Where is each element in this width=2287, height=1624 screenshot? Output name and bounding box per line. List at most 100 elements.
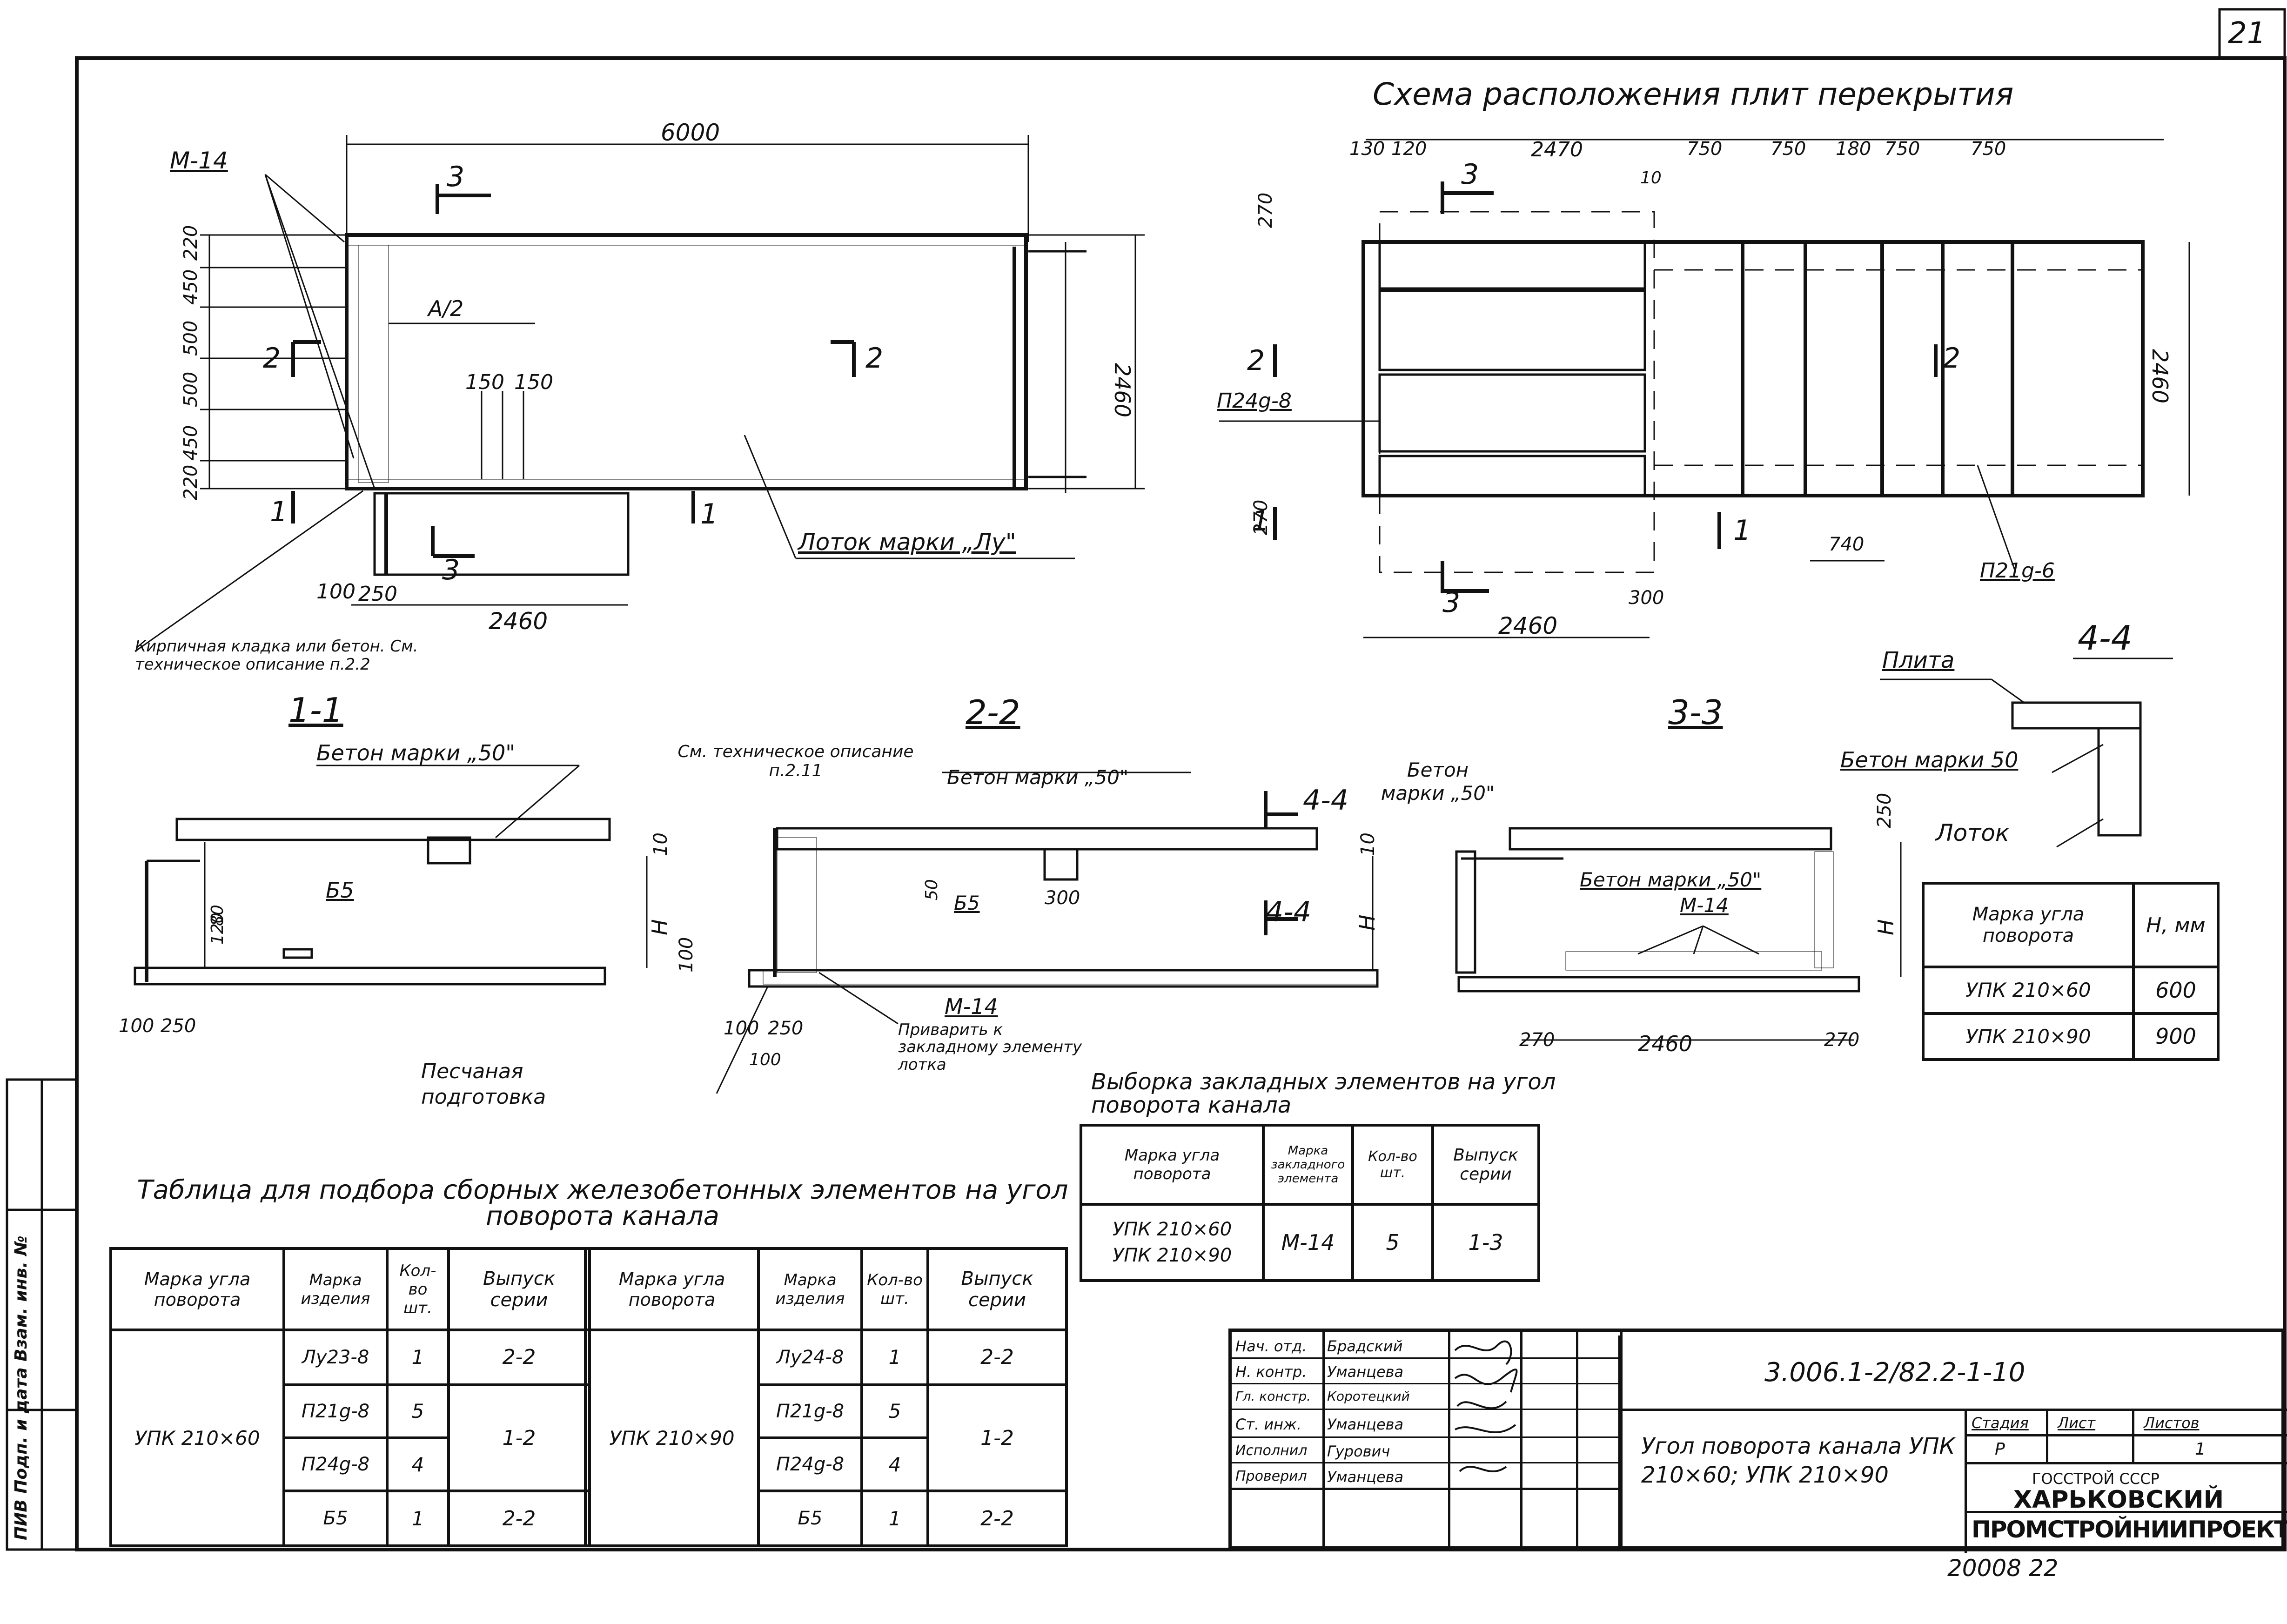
- scheme-dim-750b: 750: [1771, 138, 1806, 160]
- role-4: Ст. инж.: [1235, 1416, 1302, 1433]
- section-4-4-concrete: Бетон марки 50: [1840, 747, 2019, 772]
- section-2-2-b5: Б5: [954, 892, 980, 914]
- plan-dim-150a: 150: [465, 370, 504, 394]
- section-3-3-concrete-top: Бетон марки „50": [1381, 758, 1495, 805]
- role-1: Нач. отд.: [1235, 1337, 1307, 1355]
- select-right-item-4: Б5: [757, 1490, 863, 1547]
- embed-mark-1: УПК 210×60: [1112, 1219, 1232, 1240]
- person-6: Уманцева: [1327, 1468, 1404, 1486]
- sheet-frame: [75, 56, 2287, 1551]
- title-code: 3.006.1-2/82.2-1-10: [1764, 1357, 2025, 1388]
- section-1-1-b5: Б5: [326, 878, 354, 903]
- scheme-dim-2470: 2470: [1531, 138, 1583, 161]
- select-right-mark: УПК 210×90: [584, 1329, 760, 1547]
- select-right-qty-2: 5: [860, 1383, 929, 1440]
- select-left-series-4: 2-2: [447, 1490, 591, 1547]
- select-right-qty-3: 4: [860, 1436, 929, 1493]
- scheme-width-dim: 2460: [2147, 349, 2173, 404]
- plan-side-dim-3: 500: [180, 371, 201, 407]
- section-2-2-note: См. техническое описание п.2.11: [677, 742, 914, 781]
- plan-cut2-right: 2: [865, 342, 884, 375]
- scheme-p24-label: П24g-8: [1217, 389, 1292, 413]
- person-3: Коротецкий: [1327, 1389, 1410, 1404]
- select-left-mark: УПК 210×60: [109, 1329, 285, 1547]
- section-4-4-tray: Лоток: [1936, 819, 2010, 846]
- select-left-item-3: П24g-8: [282, 1436, 389, 1493]
- section-1-1-dim-10: 10: [650, 832, 671, 856]
- section-4-4-plate: Плита: [1882, 647, 1955, 673]
- h-table-header-mark: Марка угла поворота: [1922, 882, 2135, 968]
- select-left-qty-4: 1: [386, 1490, 450, 1547]
- section-2-2-dim-100c: 100: [749, 1050, 781, 1069]
- title-block: Нач. отд. Брадский Н. контр. Уманцева Гл…: [1228, 1329, 2287, 1553]
- section-2-2-dim-10: 10: [1357, 832, 1379, 856]
- select-right-header-mark: Марка угла поворота: [584, 1247, 760, 1331]
- select-right-item-3: П24g-8: [757, 1436, 863, 1493]
- scheme-length-dim: 2460: [1498, 612, 1558, 639]
- scheme-dim-10: 10: [1640, 168, 1662, 188]
- section-3-3-concrete: Бетон марки „50": [1580, 868, 1762, 891]
- section-3-3-m14: М-14: [1680, 894, 1729, 917]
- role-5: Исполнил: [1235, 1443, 1308, 1459]
- h-table-row2-mark: УПК 210×90: [1922, 1012, 2135, 1061]
- section-3-3-dim-270b: 270: [1824, 1029, 1860, 1051]
- scheme-cut3-bottom: 3: [1442, 586, 1461, 619]
- embed-qty: 5: [1351, 1203, 1434, 1282]
- plan-bottom-dim: 2460: [489, 608, 548, 635]
- select-left-series-1: 2-2: [447, 1329, 591, 1386]
- scheme-dim-750d: 750: [1971, 138, 2006, 160]
- embed-mark-2: УПК 210×90: [1112, 1245, 1232, 1266]
- role-2: Н. контр.: [1235, 1363, 1307, 1381]
- sand-layer-note: Песчаная подготовка: [421, 1060, 546, 1109]
- scheme-dim-750c: 750: [1885, 138, 1920, 160]
- select-table-title: Таблица для подбора сборных железобетонн…: [137, 1175, 1068, 1231]
- select-left-item-1: Лу23-8: [282, 1329, 389, 1386]
- scheme-cut2-right: 2: [1943, 342, 1961, 375]
- h-table-row1-h: 600: [2132, 966, 2220, 1015]
- section-2-2-dim-100: 100: [676, 937, 697, 973]
- plan-cut1-right: 1: [700, 498, 718, 530]
- plan-cut3-top: 3: [447, 161, 465, 193]
- embed-series: 1-3: [1431, 1203, 1540, 1282]
- plan-side-dim-2: 450: [180, 425, 201, 461]
- select-right-item-1: Лу24-8: [757, 1329, 863, 1386]
- signatures: [1454, 1340, 1518, 1472]
- title-text: Угол поворота канала УПК 210×60; УПК 210…: [1641, 1433, 1955, 1489]
- select-left-qty-1: 1: [386, 1329, 450, 1386]
- scheme-dim-120: 120: [1391, 138, 1427, 160]
- embed-header-series: Выпуск серии: [1431, 1124, 1540, 1206]
- select-right-qty-4: 1: [860, 1490, 929, 1547]
- section-1-1: [134, 765, 648, 986]
- person-4: Уманцева: [1327, 1416, 1404, 1433]
- select-left-header-qty: Кол-во шт.: [386, 1247, 450, 1331]
- plan-cut3-bottom: 3: [442, 554, 460, 586]
- person-1: Брадский: [1327, 1337, 1403, 1355]
- section-1-1-concrete: Бетон марки „50": [316, 740, 516, 765]
- scheme-dim-750a: 750: [1687, 138, 1723, 160]
- embed-header-mark: Марка угла поворота: [1080, 1124, 1265, 1206]
- role-3: Гл. констр.: [1235, 1389, 1311, 1404]
- section-4-4-cut-top: 4-4: [1303, 784, 1348, 817]
- plate-scheme: [1219, 139, 2190, 638]
- select-right-header-item: Марка изделия: [757, 1247, 863, 1331]
- org-line-2: ХАРЬКОВСКИЙ: [2013, 1486, 2224, 1514]
- plan-cut2-left: 2: [263, 342, 281, 375]
- section-3-3-dim-h: H: [1873, 919, 1898, 935]
- scheme-cut2-left: 2: [1247, 344, 1265, 377]
- plan-cut1-left: 1: [270, 496, 288, 528]
- plan-mid-dim: 250: [358, 582, 397, 606]
- scheme-dim-180: 180: [1836, 138, 1871, 160]
- h-table: Марка угла поворота H, мм УПК 210×60 600…: [1922, 882, 2220, 1061]
- tray-label: Лоток марки „Лу": [798, 529, 1016, 556]
- section-3-3-dim-2460: 2460: [1638, 1031, 1693, 1056]
- scheme-dim-300: 300: [1629, 587, 1664, 609]
- select-right-series-1: 2-2: [926, 1329, 1068, 1386]
- scheme-dim-740: 740: [1829, 534, 1864, 555]
- scheme-cut1-right: 1: [1733, 514, 1751, 547]
- sheet-value: 1: [2195, 1440, 2206, 1459]
- section-3-3-title: 3-3: [1668, 693, 1723, 732]
- plan-side-dim-6: 220: [180, 225, 201, 261]
- scheme-dim-130: 130: [1349, 138, 1385, 160]
- sheets-label: Листов: [2144, 1414, 2200, 1432]
